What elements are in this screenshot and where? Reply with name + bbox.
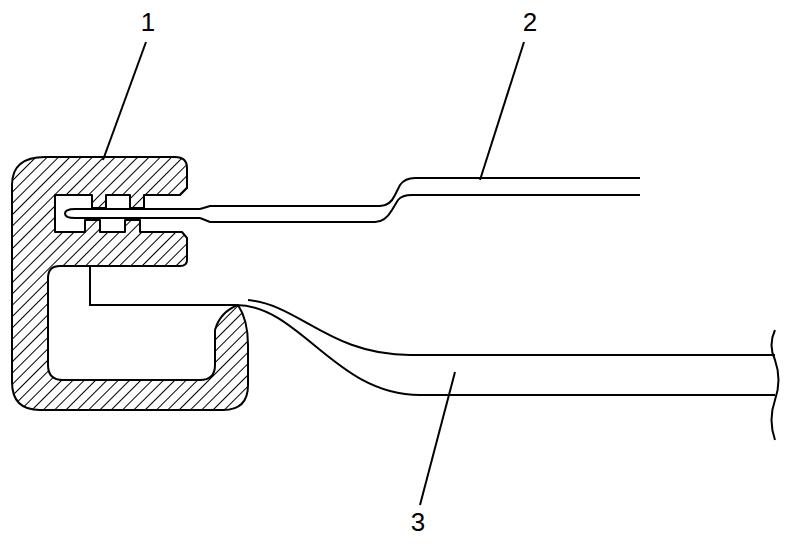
seal-section bbox=[12, 157, 248, 410]
callout-number: 2 bbox=[521, 7, 539, 37]
callout-number: 1 bbox=[139, 7, 157, 37]
lower-panel bbox=[90, 266, 779, 440]
callout-number: 3 bbox=[409, 507, 427, 537]
leader-lines bbox=[103, 42, 524, 505]
